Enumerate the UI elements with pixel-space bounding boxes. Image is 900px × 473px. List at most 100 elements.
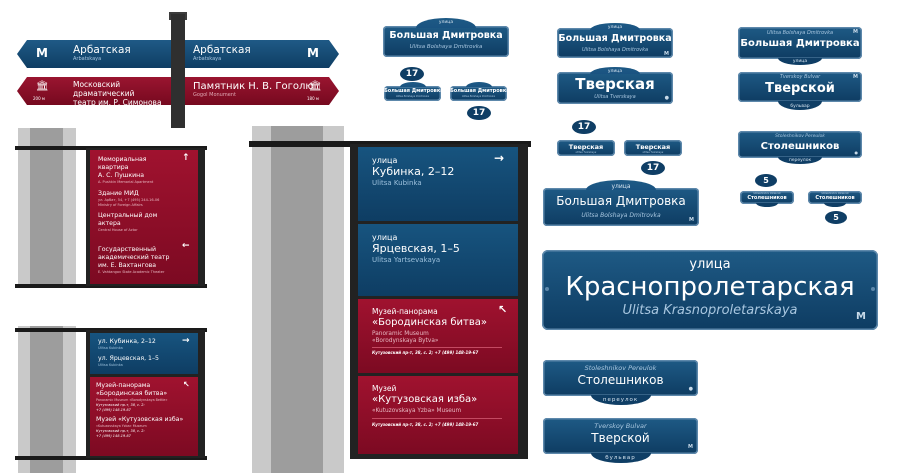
divider	[372, 347, 502, 348]
arrow-right-icon: →	[182, 336, 190, 346]
street-name: Тверской	[591, 431, 650, 445]
pylon-column-core	[30, 326, 63, 473]
house-number-badge: 5	[755, 174, 777, 187]
street-plate-small: Тверская Ulitsa Tverskaya	[557, 140, 615, 156]
plate-bump	[778, 157, 822, 164]
street-plate-krasnoproletarskaya: улица Краснопролетарская Ulitsa Krasnopr…	[542, 250, 878, 330]
museum-address: Кутузовский пр-т, 38, с. 2; +7 (499) 148…	[372, 422, 479, 427]
metro-icon: M	[688, 444, 693, 450]
museum-icon: 🏛	[309, 81, 322, 92]
museum-address: Кутузовский пр-т, 38, с. 2:	[96, 403, 145, 407]
street-name-latin: Tverskoy Bulvar	[594, 422, 647, 430]
plate-bump	[824, 203, 846, 207]
street-plate-small: Большая Дмитровка Ulitsa Bolshaya Dmitro…	[450, 82, 510, 101]
street-type: улица	[792, 59, 808, 64]
item-title: академический театр	[98, 254, 170, 261]
museum-address: Кутузовский пр-т, 38, с. 2; +7 (499) 148…	[372, 350, 479, 355]
pin-icon: ●	[854, 150, 859, 155]
street-plate-bolshaya-dmitrovka: Ulitsa Bolshaya Dmitrovka Большая Дмитро…	[738, 27, 862, 65]
screw-icon	[545, 287, 549, 291]
street-name-latin: Ulitsa Bolshaya Dmitrovka	[395, 95, 430, 98]
museum-subtitle: «Kutuzovskaya Yzba» Museum	[372, 408, 462, 414]
street-type: улица	[689, 257, 731, 272]
house-number-badge: 17	[572, 120, 596, 134]
plate-hump	[590, 67, 640, 74]
item-title: А. С. Пушкина	[98, 172, 144, 179]
item-subtitle: A. Pushkin Memorial Apartment	[98, 180, 154, 184]
divider	[372, 418, 502, 419]
arrow-right-icon: →	[494, 151, 505, 165]
arrow-left-icon: ←	[182, 241, 190, 251]
street-type: бульвар	[605, 455, 636, 461]
museum-title: Музей «Кутузовская изба»	[96, 416, 184, 423]
street-plate-small: Stoleshnikov Pereulok Столешников	[740, 191, 794, 207]
street-plate-small: Stoleshnikov Pereulok Столешников	[808, 191, 862, 207]
street-type: улица	[607, 25, 623, 30]
pylon-bar-bottom	[15, 284, 207, 288]
house-number-badge: 17	[641, 161, 665, 175]
arrow-up-icon: ↑	[182, 153, 190, 163]
item-subtitle: Central House of Actor	[98, 228, 138, 232]
street-name-latin: Stoleshnikov Pereulok	[775, 134, 825, 139]
street-type: улица	[372, 233, 398, 242]
street-name-latin: Ulitsa Tverskaya	[594, 94, 636, 100]
street-plate-bolshaya-dmitrovka: улица Большая Дмитровка Ulitsa Bolshaya …	[383, 18, 509, 57]
street-title: ул. Кубинка, 2–12	[98, 338, 156, 345]
metro-icon: M	[853, 74, 858, 80]
pylon-column-core	[271, 126, 323, 473]
street-name: Столешников	[577, 373, 664, 387]
item-title: Здание МИД	[98, 190, 139, 197]
street-plate-tverskaya: улица Тверская Ulitsa Tverskaya ●	[557, 67, 673, 104]
sign-subtitle: Simonov Drama Theater	[73, 107, 122, 112]
item-title: квартира	[98, 164, 129, 171]
street-name-latin: Ulitsa Tverskaya	[575, 151, 597, 154]
museum-subtitle: Panoramic Museum	[372, 331, 429, 337]
plate-hump	[399, 82, 426, 87]
fingerpost-gogol-monument: Памятник Н. В. Гоголю Gogol Monument 🏛 1…	[185, 77, 339, 105]
item-title: Центральный дом	[98, 212, 158, 219]
street-subtitle: Ulitsa Kubinka	[372, 179, 422, 187]
fingerpost-arbatskaya-left: M Арбатская Arbatskaya	[17, 40, 171, 68]
item-subtitle: E. Vahtangov State Academic Theater	[98, 270, 165, 274]
street-title: ул. Ярцевская, 1–5	[98, 355, 159, 362]
pylon-panel-kutuzov-museum: Музей «Кутузовская изба» «Kutuzovskaya Y…	[358, 376, 518, 454]
fingerpost-simonov-theater: 🏛 200 м Московский драматический театр и…	[17, 77, 171, 105]
street-name-latin: Ulitsa Bolshaya Dmitrovka	[581, 212, 661, 219]
street-plate-bolshaya-dmitrovka: улица Большая Дмитровка Ulitsa Bolshaya …	[557, 23, 673, 58]
museum-title: «Бородинская битва»	[96, 390, 168, 397]
plate-hump	[465, 82, 492, 87]
sign-subtitle: Arbatskaya	[73, 56, 102, 62]
museum-title: «Кутузовская изба»	[372, 394, 478, 405]
street-name-latin: Stoleshnikov Pereulok	[584, 364, 657, 372]
item-title: Мемориальная	[98, 156, 147, 163]
street-plate-small: Большая Дмитровка Ulitsa Bolshaya Dmitro…	[384, 82, 444, 101]
street-type: переулок	[602, 397, 639, 403]
metro-icon: M	[36, 46, 48, 60]
screw-icon	[871, 287, 875, 291]
sign-subtitle: Gogol Monument	[193, 92, 236, 98]
sign-title: Арбатская	[193, 44, 251, 56]
street-name: Столешников	[747, 195, 787, 201]
street-plate-stoleshnikov-large: Stoleshnikov Pereulok Столешников переул…	[543, 360, 698, 405]
item-title: актера	[98, 220, 121, 227]
item-subtitle: Ministry of Foreign Affairs	[98, 203, 143, 207]
street-name: Большая Дмитровка	[450, 88, 510, 94]
museum-title: Музей-панорама	[372, 307, 438, 316]
plate-bump	[756, 203, 778, 207]
street-name: Тверской	[765, 81, 835, 96]
street-title: Ярцевская, 1–5	[372, 242, 460, 255]
pin-icon: ●	[688, 386, 693, 392]
plate-hump	[586, 180, 656, 190]
museum-title: Музей	[372, 384, 397, 393]
street-plate-bolshaya-dmitrovka-wide: улица Большая Дмитровка Ulitsa Bolshaya …	[543, 180, 699, 226]
item-title: Государственный	[98, 246, 157, 253]
street-name: Большая Дмитровка	[740, 38, 860, 49]
museum-subtitle: «Borodynskaya Bytva»	[372, 338, 439, 344]
sign-title-line2: театр им. Р. Симонова	[73, 98, 162, 107]
house-number-badge: 5	[825, 211, 847, 224]
street-name: Тверская	[568, 143, 604, 151]
street-name-latin: Ulitsa Krasnoproletarskaya	[622, 303, 798, 318]
item-detail: ул. Арбат, 54, +7 (495) 244-16-06	[98, 198, 160, 202]
fingerpost-arbatskaya-right: Арбатская Arbatskaya M	[185, 40, 339, 68]
street-plate-tverskoy: Tverskoy Bulvar Тверской бульвар M	[738, 72, 862, 110]
